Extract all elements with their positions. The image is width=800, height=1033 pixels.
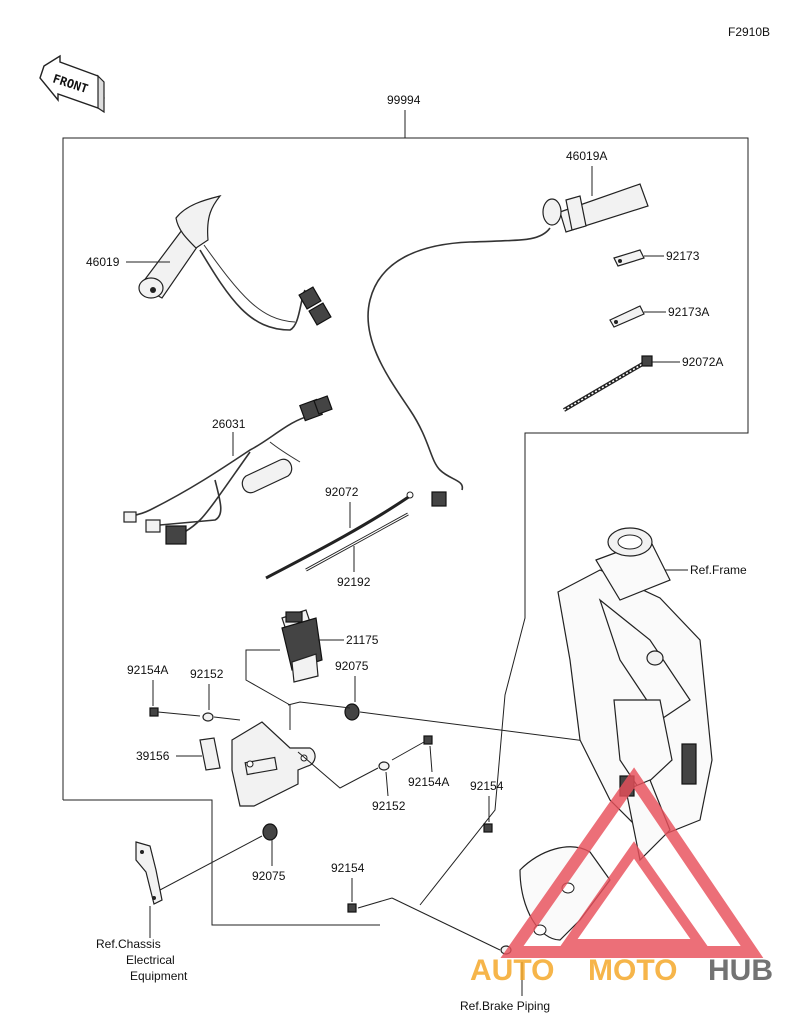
watermark-moto: MOTO (588, 954, 677, 987)
ref-chassis-line3: Equipment (130, 969, 188, 983)
relay-outline (245, 649, 291, 730)
label-92075-top: 92075 (335, 659, 369, 673)
label-39156: 39156 (136, 749, 170, 763)
assembly-outline (62, 137, 749, 906)
cable-tie-92072A (562, 355, 653, 412)
label-26031: 26031 (212, 417, 246, 431)
label-46019: 46019 (86, 255, 120, 269)
wire-harness-26031 (123, 395, 333, 545)
watermark-hub: HUB (708, 954, 773, 987)
strap-92173 (613, 249, 645, 267)
grommet-top-line (287, 701, 351, 709)
watermark-auto: AUTO (470, 954, 554, 987)
ref-brake: Ref.Brake Piping (460, 999, 550, 1013)
grip-heater-right (367, 183, 649, 507)
label-92154-right: 92154 (470, 779, 504, 793)
leader-92152-right (385, 771, 389, 797)
label-92152-left: 92152 (190, 667, 224, 681)
label-92072: 92072 (325, 485, 359, 499)
watermark-logo: AUTO MOTO HUB (470, 767, 773, 987)
nut-92152-left (202, 712, 241, 722)
leader-92154A-right (429, 745, 433, 773)
label-92072A: 92072A (682, 355, 723, 369)
figure-code: F2910B (728, 25, 770, 39)
grommet-92075-bottom (159, 823, 278, 891)
ref-chassis-line2: Electrical (126, 953, 175, 967)
label-92075-bottom: 92075 (252, 869, 286, 883)
grip-heater-left (138, 194, 332, 331)
strap-92173A (609, 305, 645, 328)
pad-39156 (199, 737, 221, 771)
label-92154A-left: 92154A (127, 663, 168, 677)
bolt-92154A-right (391, 735, 433, 761)
label-92154-bottom: 92154 (331, 861, 365, 875)
label-92192: 92192 (337, 575, 371, 589)
front-arrow-icon: FRONT (39, 54, 105, 114)
bolt-92154-bottom (347, 897, 501, 951)
label-46019A: 46019A (566, 149, 607, 163)
bolt-92154A-left (149, 707, 201, 717)
nut-92152-right (378, 761, 390, 771)
label-21175: 21175 (346, 633, 379, 647)
assembly-number: 99994 (387, 93, 421, 107)
rod-92192 (305, 512, 409, 572)
relay-21175 (281, 609, 323, 683)
label-92173: 92173 (666, 249, 700, 263)
cable-tie-92072 (265, 491, 414, 580)
label-92152-right: 92152 (372, 799, 406, 813)
ref-chassis-line1: Ref.Chassis (96, 937, 161, 951)
bolt-92154-right (483, 823, 493, 833)
label-92173A: 92173A (668, 305, 709, 319)
label-92154A-right: 92154A (408, 775, 449, 789)
chassis-bracket (135, 841, 163, 905)
ref-frame: Ref.Frame (690, 563, 747, 577)
mount-bracket (231, 721, 316, 807)
nut-right-line (297, 751, 379, 789)
